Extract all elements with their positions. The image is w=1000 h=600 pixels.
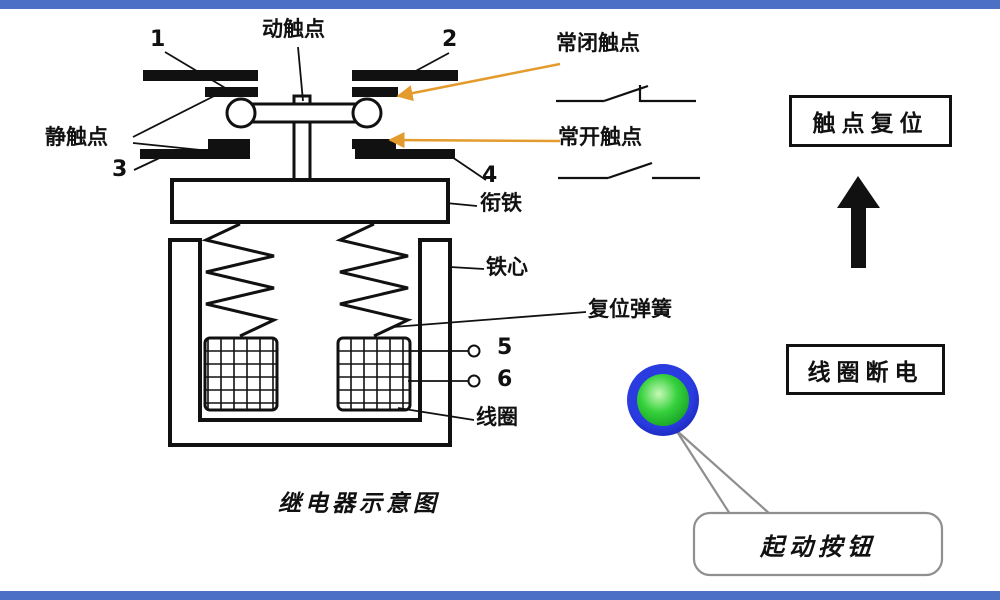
normally-open-label: 常开触点 [558, 125, 642, 149]
bottom-accent-bar [0, 591, 1000, 600]
terminal-3-bar [140, 139, 250, 159]
moving-contact-assembly [225, 94, 383, 184]
coil-power-off-box: 线圈断电 [786, 344, 945, 395]
terminal-4-label: 4 [482, 163, 498, 188]
leader-lines [132, 46, 587, 421]
start-button[interactable] [627, 364, 699, 436]
start-button-callout: 起动按钮 [694, 513, 942, 575]
no-pointer-arrow [388, 131, 561, 149]
armature-label: 衔铁 [480, 191, 522, 215]
armature-body [170, 178, 450, 224]
terminal-4-bar [352, 139, 455, 159]
diagram-caption: 继电器示意图 [278, 491, 440, 517]
contact-circle-right [351, 97, 383, 129]
core-frame [168, 238, 452, 447]
terminal-5-label: 5 [497, 335, 513, 360]
spring-left [201, 222, 279, 338]
iron-core-label: 铁心 [486, 255, 528, 279]
contact-reset-text: 触点复位 [812, 111, 929, 137]
terminal-2-bar [352, 70, 458, 97]
spring-right [335, 222, 413, 338]
terminal-6-dot [467, 374, 481, 388]
coil-label: 线圈 [476, 405, 518, 429]
start-button-label: 起动按钮 [760, 532, 876, 561]
terminal-2-label: 2 [442, 27, 458, 52]
top-accent-bar [0, 0, 1000, 9]
up-arrow [837, 176, 880, 268]
terminal-1-label: 1 [150, 27, 166, 52]
coil-left [203, 336, 279, 412]
terminal-5-dot [467, 344, 481, 358]
contact-reset-box: 触点复位 [789, 95, 952, 147]
nc-contact-symbol [556, 84, 696, 103]
callout-tail [674, 428, 772, 516]
callout-bubble [692, 511, 944, 577]
coil-power-off-text: 线圈断电 [807, 359, 924, 386]
moving-contact-label: 动触点 [262, 17, 325, 41]
terminal-6-label: 6 [497, 367, 513, 392]
nc-pointer-arrow [396, 62, 561, 102]
contact-circle-left [225, 97, 257, 129]
coil-right [336, 336, 412, 412]
return-spring-label: 复位弹簧 [588, 297, 672, 321]
normally-closed-label: 常闭触点 [556, 31, 640, 55]
static-contact-label: 静触点 [45, 125, 108, 149]
terminal-3-label: 3 [112, 157, 128, 182]
no-contact-symbol [558, 161, 700, 180]
